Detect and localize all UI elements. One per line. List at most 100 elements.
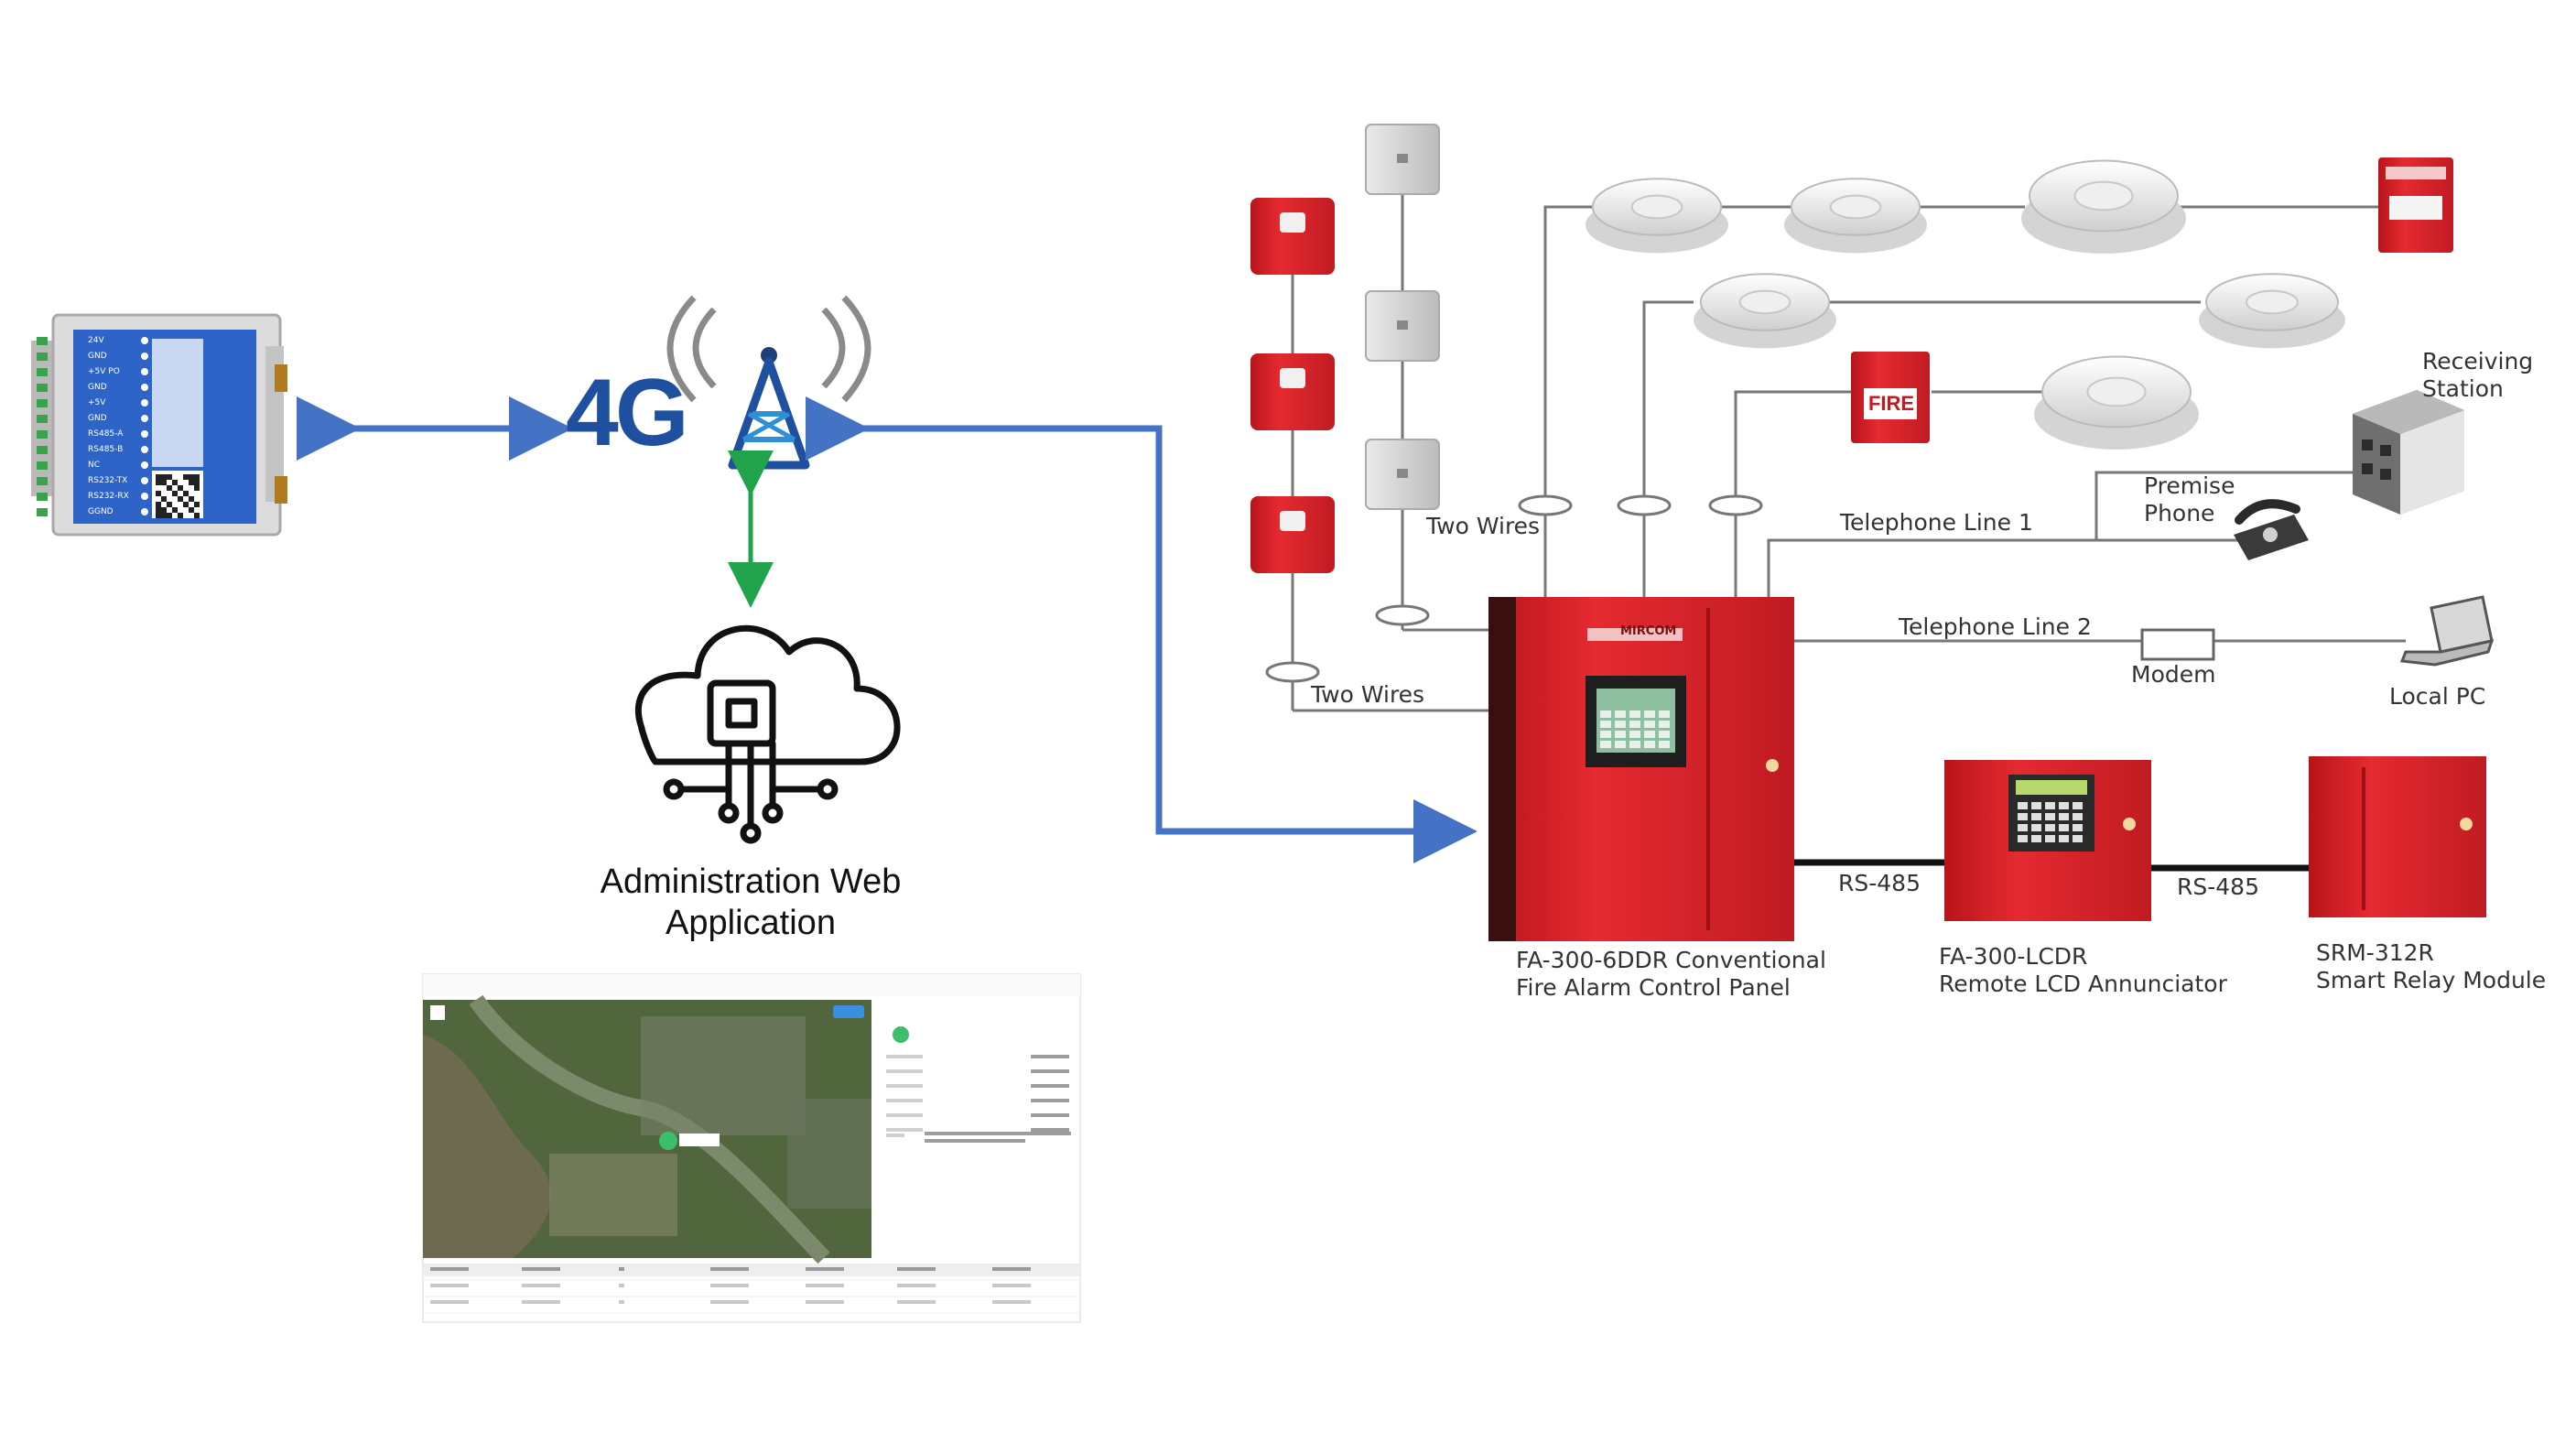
- horn-grille: [1397, 320, 1408, 330]
- qr-cell: [156, 474, 161, 480]
- qr-cell: [189, 480, 194, 485]
- qr-cell: [178, 485, 183, 491]
- table-cell: [430, 1284, 469, 1287]
- qr-cell: [194, 480, 200, 485]
- relay-caption-line2: Smart Relay Module: [2316, 967, 2547, 993]
- annunciator-key: [2073, 824, 2083, 831]
- qr-cell: [156, 491, 161, 496]
- gateway-device: [31, 313, 287, 537]
- detail-key: [886, 1055, 923, 1058]
- admin-app-title-line2: Application: [666, 904, 836, 942]
- qr-cell: [178, 513, 183, 518]
- detail-key: [886, 1134, 904, 1137]
- annunciator-key: [2031, 813, 2041, 820]
- panel-key: [1615, 721, 1626, 728]
- annunciator-key: [2045, 802, 2055, 809]
- terminal-dot: [141, 353, 148, 360]
- qr-cell: [167, 485, 172, 491]
- detail-value: [925, 1132, 1071, 1135]
- cloud-icon: [634, 624, 901, 844]
- qr-cell: [172, 491, 178, 496]
- smoke-detector-cap: [1829, 194, 1882, 220]
- receiving-station-label-1: Receiving: [2422, 348, 2534, 374]
- detail-key: [886, 1084, 923, 1088]
- annunciator-key: [2073, 813, 2083, 820]
- qr-cell: [194, 513, 200, 518]
- modem-box: [2140, 628, 2215, 661]
- gateway-terminal-label: GND: [88, 414, 107, 423]
- panel-key: [1600, 711, 1611, 718]
- terminal-block: [37, 368, 48, 376]
- panel-key: [1615, 741, 1626, 748]
- annunciator-key: [2031, 802, 2041, 809]
- strobe: [1250, 198, 1335, 275]
- phone-icon: [2234, 499, 2309, 560]
- panel-key: [1629, 721, 1640, 728]
- qr-cell: [172, 480, 178, 485]
- table-cell: [522, 1267, 560, 1271]
- panel-key: [1600, 721, 1611, 728]
- qr-cell: [156, 502, 161, 507]
- table-cell: [897, 1267, 936, 1271]
- annunciator-caption-line1: FA-300-LCDR: [1939, 943, 2088, 970]
- terminal-dot: [141, 446, 148, 453]
- smoke-detector-cap: [2073, 180, 2134, 212]
- terminal-block: [37, 446, 48, 454]
- annunciator-key: [2045, 813, 2055, 820]
- detail-value: [1031, 1055, 1069, 1058]
- terminal-dot: [141, 368, 148, 375]
- smoke-detectors: [1586, 159, 2345, 450]
- panel-key: [1659, 741, 1670, 748]
- qr-cell: [156, 513, 161, 518]
- telephone-line-1-label: Telephone Line 1: [1840, 509, 2033, 536]
- gateway-terminal-label: RS232-TX: [88, 476, 128, 485]
- terminal-dot: [141, 415, 148, 422]
- detail-key: [886, 1069, 923, 1073]
- gateway-terminal-label: NC: [88, 461, 101, 470]
- receiving-station-label-2: Station: [2422, 375, 2504, 402]
- terminal-block: [37, 430, 48, 439]
- terminal-dot: [141, 399, 148, 407]
- terminal-dot: [141, 493, 148, 500]
- table-cell: [897, 1284, 936, 1287]
- horn-devices: [1365, 124, 1440, 510]
- annunciator-key: [2073, 802, 2083, 809]
- strobe-lens: [1280, 368, 1305, 388]
- gateway-terminal-label: GND: [88, 383, 107, 392]
- table-cell: [710, 1284, 749, 1287]
- qr-cell: [161, 496, 167, 502]
- annunciator-key: [2018, 835, 2028, 842]
- terminal-dots: [37, 337, 148, 516]
- detail-value: [1031, 1069, 1069, 1073]
- premise-phone-label-2: Phone: [2144, 500, 2215, 526]
- table-cell: [806, 1300, 844, 1304]
- qr-cell: [194, 502, 200, 507]
- annunciator-key: [2018, 824, 2028, 831]
- smoke-detector-cap: [1630, 194, 1683, 220]
- control-panel: [1488, 597, 1794, 941]
- annunciator: [1944, 760, 2151, 921]
- gateway-terminal-label: GND: [88, 352, 107, 361]
- qr-code: [156, 474, 200, 518]
- qr-cell: [183, 474, 189, 480]
- annunciator-keypad: [2018, 802, 2083, 842]
- gateway-terminal-label: RS485-A: [88, 429, 124, 439]
- strobe-lens: [1280, 511, 1305, 531]
- gateway-terminal-label: +5V PO: [88, 367, 120, 376]
- smoke-detector-cap: [2246, 289, 2299, 315]
- terminal-block: [37, 493, 48, 501]
- qr-cell: [167, 502, 172, 507]
- two-wires-bottom-label: Two Wires: [1311, 681, 1425, 708]
- annunciator-key: [2031, 835, 2041, 842]
- detail-value: [1031, 1128, 1069, 1132]
- qr-cell: [189, 496, 194, 502]
- table-cell: [992, 1300, 1031, 1304]
- pull-station: [1851, 352, 1930, 443]
- pull-station-corner: [2378, 157, 2453, 253]
- relay-caption-line1: SRM-312R: [2316, 939, 2434, 966]
- screenshot-table: [423, 1267, 1080, 1314]
- strobe: [1250, 353, 1335, 430]
- strobe-devices: [1250, 198, 1335, 573]
- annunciator-key: [2045, 835, 2055, 842]
- table-cell: [710, 1300, 749, 1304]
